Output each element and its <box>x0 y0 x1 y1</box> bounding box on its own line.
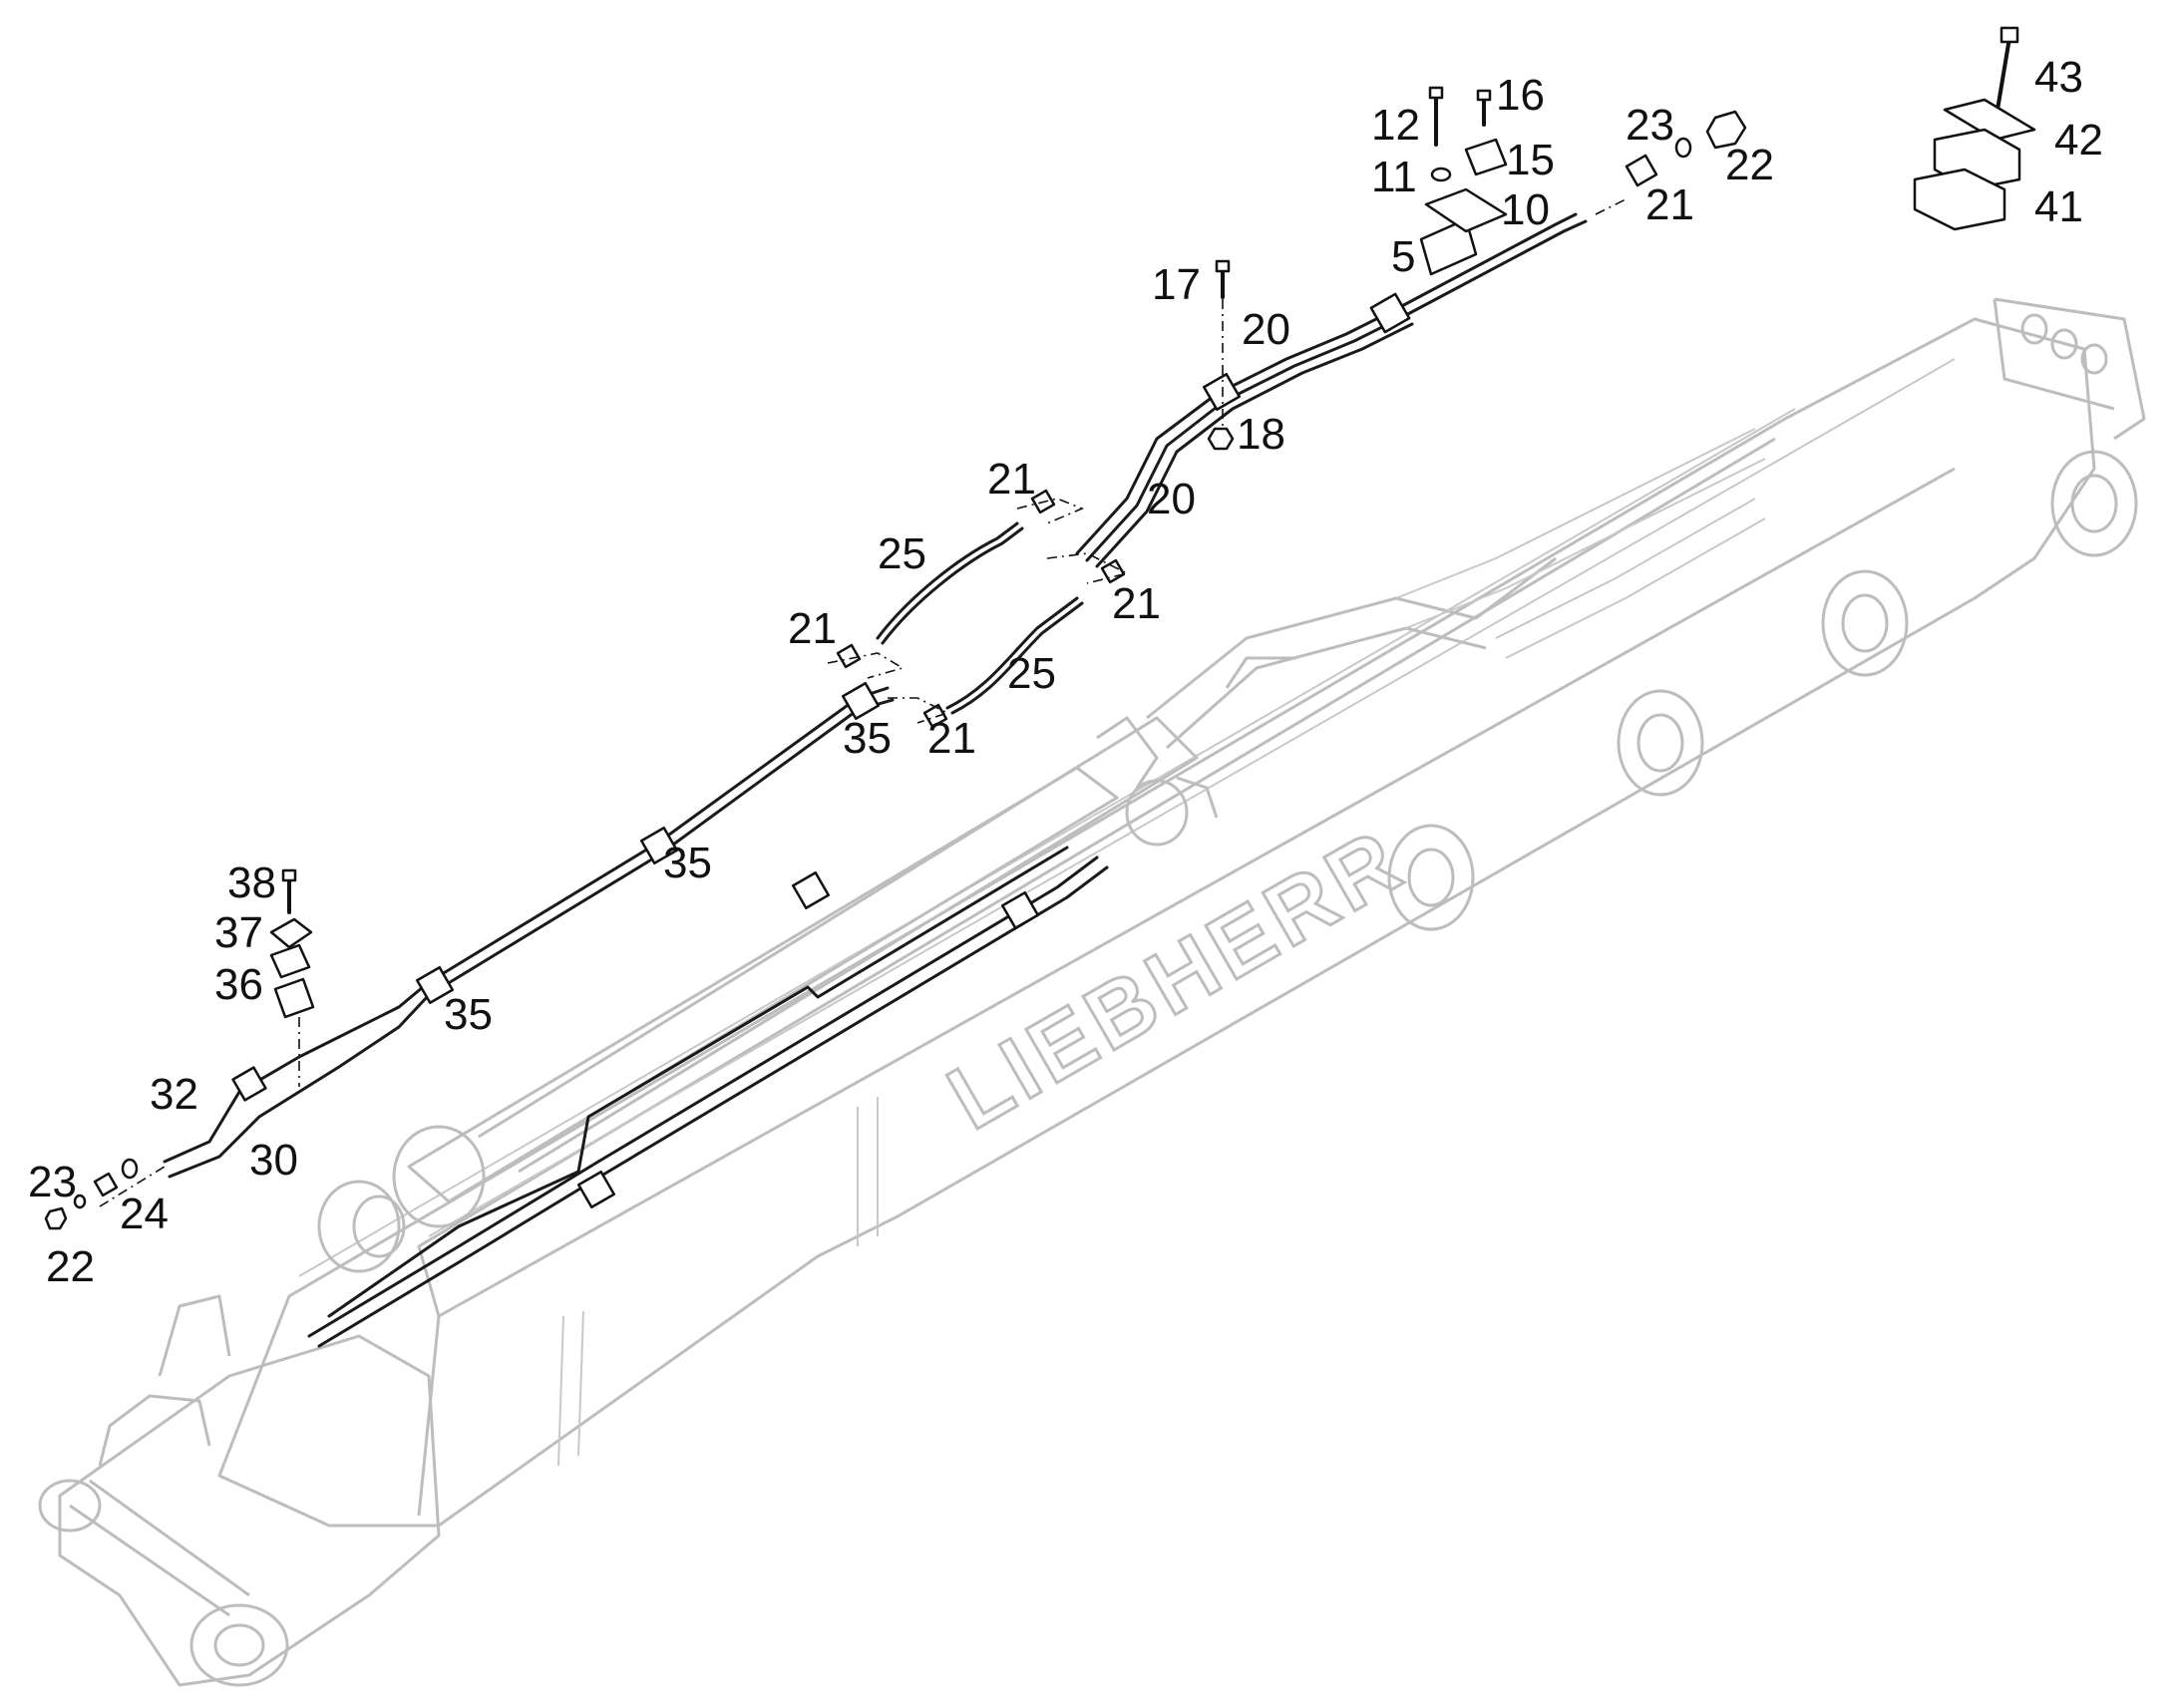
callout-21-mid-right: 21 <box>1112 579 1161 628</box>
callout-25-left: 25 <box>878 529 926 578</box>
callout-25-right: 25 <box>1007 649 1056 698</box>
plate-37 <box>269 917 313 949</box>
clamp-32 <box>231 1066 267 1102</box>
clamp-half-36-bottom <box>273 977 315 1019</box>
seal-23-top <box>1674 137 1692 159</box>
callout-35-middle: 35 <box>663 839 712 887</box>
fittings <box>44 26 2036 1230</box>
callout-16: 16 <box>1496 71 1545 120</box>
boom-side-holes <box>1387 450 2138 931</box>
callout-11: 11 <box>1371 153 1417 201</box>
callout-41: 41 <box>2034 182 2083 231</box>
callout-10: 10 <box>1501 185 1550 234</box>
callout-18: 18 <box>1237 410 1285 459</box>
fitting-21-lower <box>93 1172 119 1197</box>
hose-25-left-b <box>881 526 1024 645</box>
bolt-43 <box>1996 36 2011 112</box>
callout-38: 38 <box>227 858 276 907</box>
clamp-35-c <box>841 681 881 721</box>
pipe-30 <box>163 980 431 1164</box>
callout-43: 43 <box>2034 53 2083 102</box>
callout-5: 5 <box>1391 232 1415 281</box>
callout-23-lower: 23 <box>28 1158 77 1206</box>
cap-22-lower <box>44 1206 68 1230</box>
fitting-21-top <box>1625 154 1658 187</box>
callout-20-upper: 20 <box>1242 305 1290 354</box>
callout-17: 17 <box>1152 260 1201 309</box>
washer-11 <box>1430 167 1452 182</box>
liebherr-logo: LIEBHERR <box>932 810 1421 1150</box>
callout-35-upper: 35 <box>843 714 892 763</box>
nut-18 <box>1207 427 1235 451</box>
fitting-21-mid-b <box>1100 558 1126 584</box>
clamp-half-15 <box>1464 138 1508 176</box>
callout-21-mid-left: 21 <box>788 604 837 653</box>
callout-22-lower: 22 <box>46 1242 95 1291</box>
callout-42: 42 <box>2054 116 2103 165</box>
callout-30: 30 <box>249 1136 298 1185</box>
clamp-half-41-bottom <box>1913 168 2006 231</box>
callout-32: 32 <box>150 1070 198 1119</box>
clamp-35-a <box>415 965 455 1005</box>
pipe-35-upper <box>427 686 890 984</box>
hydraulic-lines <box>163 212 1588 1348</box>
clamp-block-5 <box>1419 217 1478 276</box>
callout-23-top: 23 <box>1626 101 1674 150</box>
cap-22-top <box>1705 110 1747 150</box>
callout-24: 24 <box>120 1190 169 1238</box>
callout-36: 36 <box>214 960 263 1009</box>
hose-25-right-b <box>950 601 1084 715</box>
boom-structure: LIEBHERR <box>38 297 2146 1687</box>
callout-21-top: 21 <box>1645 180 1694 229</box>
callout-12: 12 <box>1371 101 1420 150</box>
clamp-20-b <box>1369 292 1411 334</box>
callout-21-mid-top: 21 <box>987 455 1036 504</box>
callout-15: 15 <box>1506 136 1555 184</box>
callout-labels: 43 42 41 16 12 15 11 10 5 23 22 21 17 20… <box>28 53 2103 1291</box>
callout-22-top: 22 <box>1725 141 1774 189</box>
hose-25-right <box>945 596 1079 710</box>
callout-20-lower: 20 <box>1147 475 1196 523</box>
clamp-35-b <box>639 826 679 865</box>
clamp-half-36-top <box>269 943 311 979</box>
fitting-21-mid-d <box>922 703 948 729</box>
callout-35-lower: 35 <box>444 990 493 1039</box>
fitting-21-mid-c <box>836 643 862 669</box>
seal-23-lower <box>73 1194 87 1209</box>
cover-plate-10 <box>1424 187 1508 233</box>
clamp-20-a <box>1202 372 1242 412</box>
pipe-32 <box>168 993 431 1179</box>
pipe-20-upper <box>1075 212 1578 555</box>
hose-25-left <box>876 521 1019 640</box>
clamp-lower-c <box>1000 890 1040 930</box>
fitting-24 <box>121 1158 139 1180</box>
callout-37: 37 <box>214 908 263 957</box>
clamp-lower-a <box>791 870 831 910</box>
callout-21-mid-bottom: 21 <box>927 714 976 763</box>
pipe-20-lower <box>1085 219 1588 562</box>
clamp-lower-b <box>576 1170 616 1209</box>
plate-42 <box>1943 98 2036 142</box>
